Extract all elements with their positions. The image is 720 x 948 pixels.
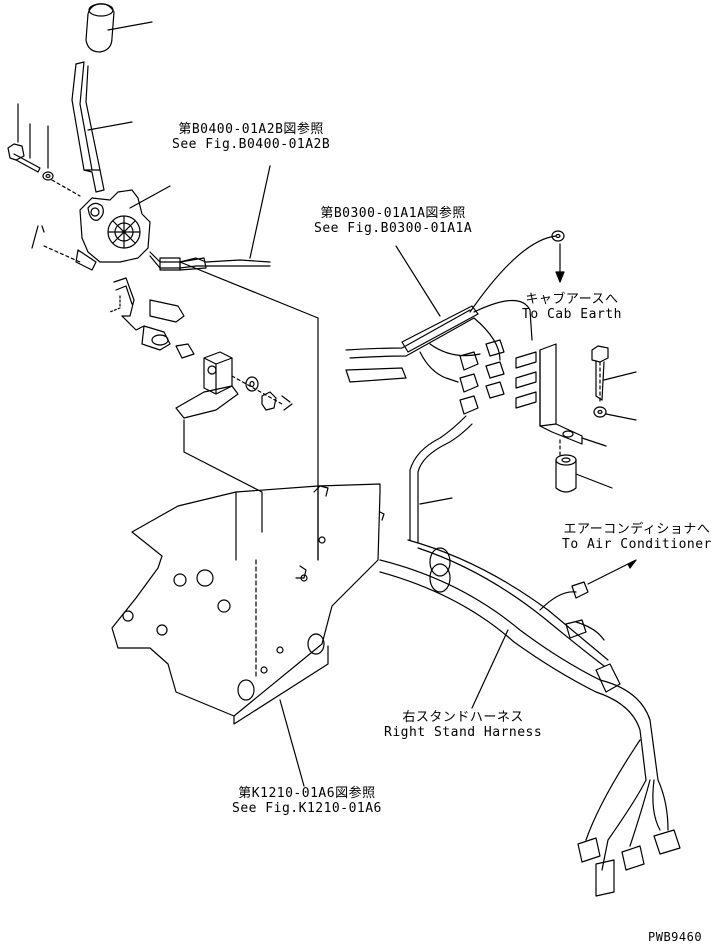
leader-console [279, 699, 305, 787]
clamp-block [175, 351, 239, 419]
right-stand-harness [379, 415, 669, 871]
callout-cab-earth-en: To Cab Earth [522, 307, 622, 322]
callout-b0300-jp: 第B0300-01A1A図参照 [320, 206, 466, 221]
callout-cab-earth: キャブアースへ To Cab Earth [522, 292, 622, 322]
callout-b0400-en: See Fig.B0400-01A2B [172, 137, 331, 152]
spring-pin [141, 325, 171, 351]
pin [31, 225, 45, 249]
pin-axis [43, 245, 81, 263]
leader-bolt [17, 103, 49, 169]
lever-rod [71, 61, 105, 193]
callout-b0300-en: See Fig.B0300-01A1A [314, 221, 473, 236]
axis-line [51, 179, 81, 197]
cotter-pin [281, 395, 293, 411]
connector-group [459, 339, 537, 415]
console-plate [111, 483, 385, 725]
callout-k1210: 第K1210-01A6図参照 See Fig.K1210-01A6 [232, 786, 382, 816]
callout-b0400-jp: 第B0400-01A2B図参照 [178, 122, 324, 137]
drawing-code: PWB9460 [648, 930, 703, 944]
callout-air-conditioner-jp: エアーコンディショナへ [563, 522, 711, 537]
callout-k1210-jp: 第K1210-01A6図参照 [238, 786, 376, 801]
callout-air-conditioner-en: To Air Conditioner [562, 537, 712, 552]
leader-rod [87, 121, 133, 131]
arrow-aircon-head [627, 559, 637, 569]
bracket-axis [109, 295, 121, 313]
leader-cable [249, 165, 271, 259]
leader-bolt-right [603, 371, 637, 381]
leader-b0300 [395, 245, 441, 317]
clamp-axis [231, 375, 283, 405]
leader-aircon [587, 561, 633, 585]
callout-harness-jp: 右スタンドハーネス [402, 710, 524, 725]
arrow-cab-earth-head [555, 271, 565, 283]
washer [42, 171, 54, 181]
aircon-connectors [565, 581, 589, 639]
control-cable [149, 251, 271, 271]
callout-b0300: 第B0300-01A1A図参照 See Fig.B0300-01A1A [314, 206, 472, 236]
callout-air-conditioner: エアーコンディショナへ To Air Conditioner [562, 522, 712, 552]
cable-axis [179, 261, 319, 319]
bracket-bolt [591, 345, 609, 401]
mounting-bracket [539, 343, 583, 445]
leader-lever-body [129, 185, 171, 209]
callout-harness-en: Right Stand Harness [384, 725, 543, 740]
linkage-bracket [113, 277, 185, 331]
end-connectors [577, 829, 681, 897]
callout-cab-earth-jp: キャブアースへ [525, 292, 619, 307]
shift-lever-body [75, 189, 151, 271]
bolt [7, 143, 41, 173]
leader-washer-right [605, 413, 637, 421]
leader-harness [471, 629, 509, 709]
callout-harness: 右スタンドハーネス Right Stand Harness [384, 710, 542, 740]
leader-harness-upper [419, 497, 453, 505]
callout-b0400: 第B0400-01A2B図参照 See Fig.B0400-01A2B [172, 122, 330, 152]
roller [175, 343, 195, 359]
leader-knob [107, 21, 153, 31]
lever-knob [85, 3, 115, 53]
clamp-drop [183, 419, 263, 533]
spacer-collar [555, 454, 577, 493]
bracket-washer [593, 406, 607, 418]
leader-collar [575, 473, 613, 489]
leader-bracket [581, 437, 607, 447]
clamp-washer [245, 376, 259, 392]
callout-k1210-en: See Fig.K1210-01A6 [232, 801, 382, 816]
clamp-nut [261, 391, 277, 411]
